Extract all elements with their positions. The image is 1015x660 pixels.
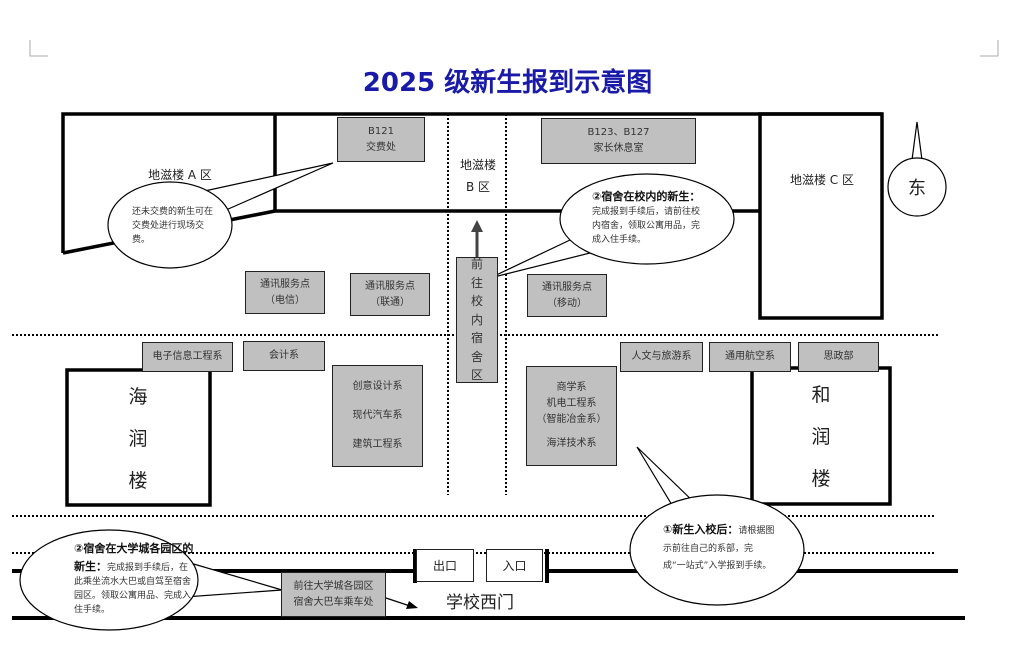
gate-entrance: 入口 <box>486 549 543 582</box>
dept-politics: 思政部 <box>798 342 879 372</box>
building-hairun-char: 海 <box>128 386 148 408</box>
arrow-to-dorm <box>471 220 483 257</box>
dept-business: 商学系 <box>556 382 587 393</box>
service-label: 通讯服务点 <box>365 280 415 292</box>
dept-aviation: 通用航空系 <box>709 342 791 372</box>
note-city-dorm: ②宿舍在大学城各园区的新生：完成报到手续后，在此乘坐流水大巴或自驾至宿舍园区。领… <box>74 540 196 618</box>
bus-stop-line2: 宿舍大巴车乘车处 <box>293 596 374 608</box>
dept-group-left: 创意设计系 现代汽车系 建筑工程系 <box>332 365 423 467</box>
note-fee-payment: 还未交费的新生可在交费处进行现场交费。 <box>132 207 214 245</box>
note-arrival: ①新生入校后：请根据图示前往自己的系部，完成“一站式”入学报到手续。 <box>663 520 775 575</box>
dorm-path-char: 校 <box>470 294 483 309</box>
building-dizi-a: 地滋楼 A 区 <box>148 168 212 182</box>
note-campus-dorm-body: 完成报到手续后，请前往校内宿舍，领取公寓用品，完成入住手续。 <box>592 206 701 245</box>
service-carrier: （电信） <box>265 294 305 306</box>
building-herun-char: 润 <box>811 426 831 448</box>
service-point-unicom: 通讯服务点 （联通） <box>350 273 430 316</box>
dorm-path-char: 内 <box>470 312 483 327</box>
dept-construction: 建筑工程系 <box>352 439 403 451</box>
callout-bubbles <box>19 162 805 631</box>
compass-east-label: 东 <box>908 178 926 199</box>
dept-metallurgy: （智能冶金系） <box>536 414 607 425</box>
room-number: B121 <box>368 125 394 137</box>
building-hairun-char: 润 <box>128 428 148 450</box>
arrow-to-gate <box>385 597 418 609</box>
building-herun-char: 楼 <box>811 468 831 490</box>
page-title: 2025 级新生报到示意图 <box>362 68 653 98</box>
room-b121-payment: B121 交费处 <box>337 117 425 162</box>
dorm-path-char: 宿 <box>470 331 483 346</box>
note-city-dorm-title: ②宿舍在大学城各园区的新生： <box>74 542 194 573</box>
note-campus-dorm-title: ②宿舍在校内的新生： <box>592 190 701 203</box>
building-dizi-c: 地滋楼 C 区 <box>789 173 854 187</box>
note-arrival-title: ①新生入校后： <box>663 523 739 536</box>
dept-creative-design: 创意设计系 <box>352 380 403 392</box>
dorm-path-char: 区 <box>470 368 483 383</box>
service-point-telecom: 通讯服务点 （电信） <box>245 271 325 314</box>
dorm-path-sign: 前 往 校 内 宿 舍 区 <box>456 257 498 383</box>
building-hairun: 海 润 楼 <box>118 376 158 502</box>
building-herun: 和 润 楼 <box>801 374 841 500</box>
dept-accounting: 会计系 <box>243 341 325 371</box>
room-label: 交费处 <box>366 141 396 153</box>
building-hairun-char: 楼 <box>128 470 148 492</box>
service-label: 通讯服务点 <box>260 278 310 290</box>
dept-modern-auto: 现代汽车系 <box>352 409 403 421</box>
service-carrier: （联通） <box>370 296 410 308</box>
dorm-path-char: 前 <box>470 256 483 271</box>
dept-electronic: 电子信息工程系 <box>142 342 233 372</box>
building-dizi-b-line2: B 区 <box>465 180 491 194</box>
dept-marine: 海洋技术系 <box>546 438 597 449</box>
compass-icon <box>887 121 947 217</box>
building-dizi-b: 地滋楼 B 区 <box>450 154 506 198</box>
room-number: B123、B127 <box>587 127 650 138</box>
note-campus-dorm: ②宿舍在校内的新生： 完成报到手续后，请前往校内宿舍，领取公寓用品，完成入住手续。 <box>592 188 708 248</box>
dept-group-right: 商学系 机电工程系 （智能冶金系） 海洋技术系 <box>526 366 617 466</box>
gate-exit: 出口 <box>416 549 474 582</box>
page-corner-marks <box>29 40 999 57</box>
service-carrier: （移动） <box>547 297 587 309</box>
service-label: 通讯服务点 <box>542 281 592 293</box>
building-dizi-b-line1: 地滋楼 <box>459 158 496 172</box>
dept-mechatronics: 机电工程系 <box>546 398 597 409</box>
note-city-dorm-body: 完成报到手续后，在此乘坐流水大巴或自驾至宿舍园区。领取公寓用品、完成入住手续。 <box>74 562 192 615</box>
dorm-path-char: 舍 <box>470 349 483 364</box>
room-label: 家长休息室 <box>593 143 644 154</box>
west-gate-label: 学校西门 <box>446 593 514 613</box>
dept-humanities: 人文与旅游系 <box>620 342 703 372</box>
bus-stop: 前往大学城各园区 宿舍大巴车乘车处 <box>281 572 386 617</box>
building-herun-char: 和 <box>811 384 831 406</box>
bus-stop-line1: 前往大学城各园区 <box>293 580 374 592</box>
service-point-mobile: 通讯服务点 （移动） <box>527 274 607 317</box>
note-arrival-body: 请根据图示前往自己的系部，完成“一站式”入学报到手续。 <box>663 526 775 571</box>
dorm-path-char: 往 <box>470 275 483 290</box>
room-parent-lounge: B123、B127 家长休息室 <box>541 118 696 164</box>
